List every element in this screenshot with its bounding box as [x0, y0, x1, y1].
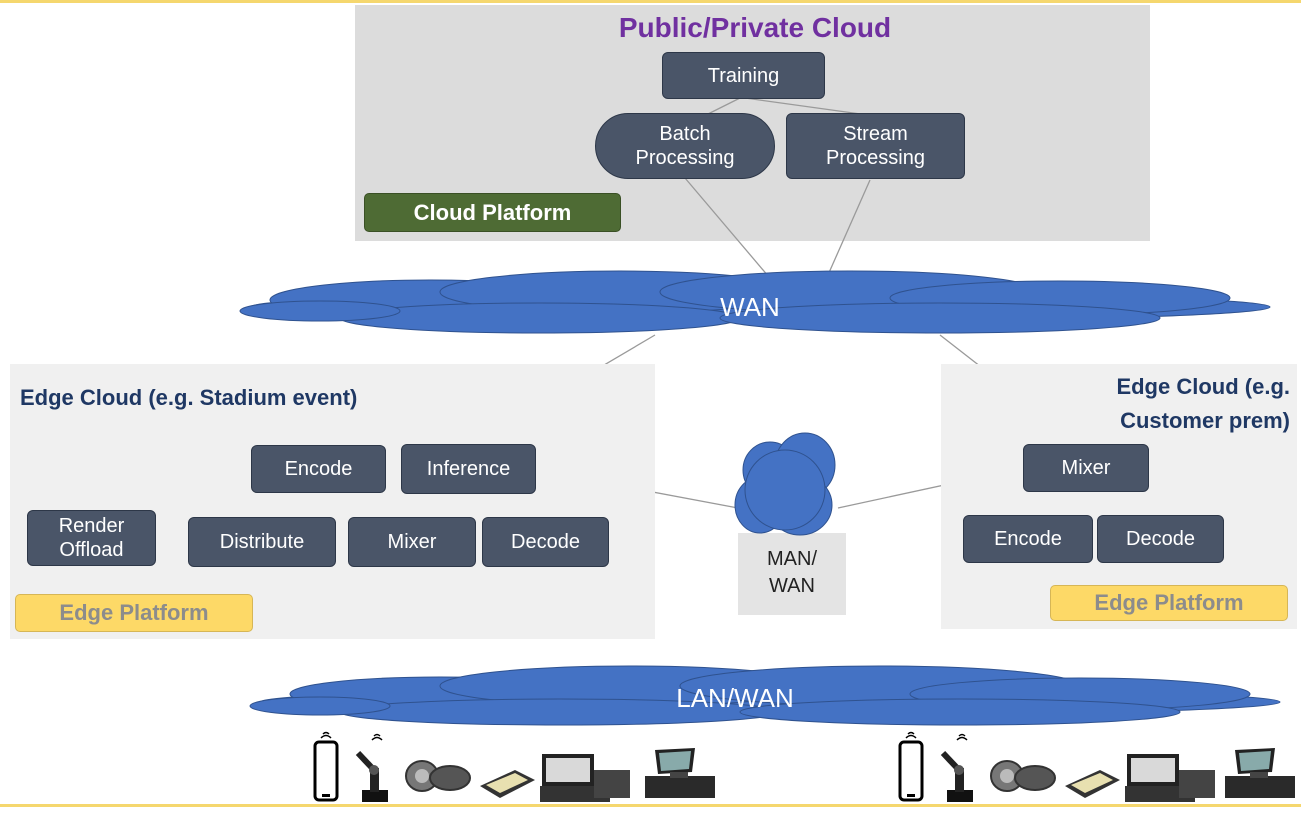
right-encode-node[interactable]: Encode	[963, 515, 1093, 563]
robot-arm-icon	[355, 733, 388, 802]
card-reader-icon	[1065, 770, 1120, 798]
cash-register-icon	[645, 748, 715, 798]
cash-register-icon	[1225, 748, 1295, 798]
lan-wan-label: LAN/WAN	[676, 683, 794, 713]
smartphone-icon	[313, 731, 339, 802]
render-offload-node[interactable]: Render Offload	[27, 510, 156, 566]
right-edge-platform-label: Edge Platform	[1050, 585, 1288, 621]
cloud-title: Public/Private Cloud	[618, 12, 892, 43]
inference-node[interactable]: Inference	[401, 444, 536, 494]
left-encode-node[interactable]: Encode	[251, 445, 386, 493]
left-decode-node[interactable]: Decode	[482, 517, 609, 567]
edge-cloud-right-panel	[941, 364, 1297, 629]
bottom-accent-line	[0, 804, 1301, 807]
batch-processing-node[interactable]: Batch Processing	[595, 113, 775, 179]
stream-processing-node[interactable]: Stream Processing	[786, 113, 965, 179]
devices-left	[310, 728, 740, 808]
man-wan-label: MAN/ WAN	[767, 548, 817, 597]
pos-terminal-icon	[1125, 754, 1215, 802]
wan-label: WAN	[720, 292, 780, 322]
vr-headset-icon	[405, 760, 471, 792]
robot-arm-icon	[940, 733, 973, 802]
edge-left-title: Edge Cloud (e.g. Stadium event)	[20, 385, 358, 410]
edge-right-title: Edge Cloud (e.g. Customer prem)	[1116, 374, 1290, 434]
line-batch-wan	[684, 177, 781, 291]
right-mixer-node[interactable]: Mixer	[1023, 444, 1149, 492]
edge-cloud-left-panel	[10, 364, 655, 639]
card-reader-icon	[480, 770, 535, 798]
devices-right	[895, 728, 1301, 808]
training-node[interactable]: Training	[662, 52, 825, 99]
right-decode-node[interactable]: Decode	[1097, 515, 1224, 563]
left-edge-platform-label: Edge Platform	[15, 594, 253, 632]
man-wan-panel	[738, 533, 846, 615]
top-accent-line	[0, 0, 1301, 3]
pos-terminal-icon	[540, 754, 630, 802]
distribute-node[interactable]: Distribute	[188, 517, 336, 567]
cloud-platform-label: Cloud Platform	[364, 193, 621, 232]
smartphone-icon	[898, 731, 924, 802]
vr-headset-icon	[990, 760, 1056, 792]
left-mixer-node[interactable]: Mixer	[348, 517, 476, 567]
